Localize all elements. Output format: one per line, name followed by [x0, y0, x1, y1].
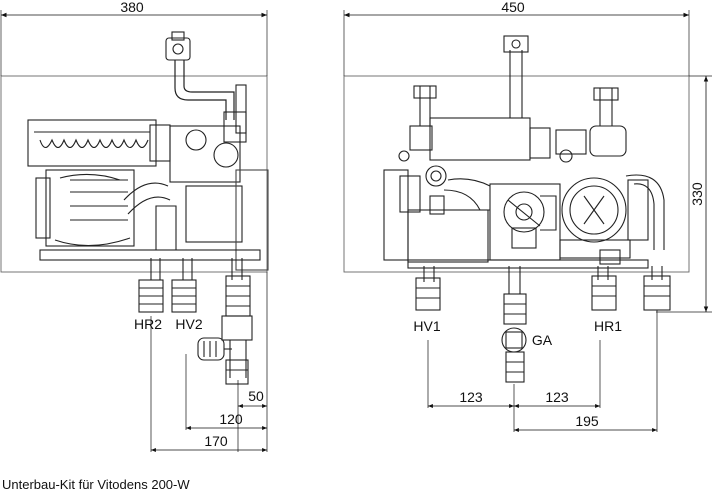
dim-right-height: 330 — [689, 76, 709, 312]
side-view — [0, 10, 269, 385]
dim-right-123-a: 123 — [459, 389, 483, 405]
dim-left-120: 120 — [219, 411, 243, 427]
label-hv1: HV1 — [413, 318, 440, 334]
dim-left-50: 50 — [248, 388, 264, 404]
dim-right-123-b: 123 — [545, 389, 569, 405]
label-hv2: HV2 — [175, 316, 202, 332]
label-ga: GA — [532, 332, 553, 348]
dim-left-bottom — [150, 272, 268, 452]
dim-right-195: 195 — [575, 413, 599, 429]
side-view-outline — [0, 75, 268, 273]
dim-right-height-label: 330 — [689, 182, 705, 206]
front-view-outline — [343, 75, 690, 273]
dim-right-width: 450 — [344, 0, 689, 18]
label-hr1: HR1 — [594, 318, 622, 334]
dim-left-width: 380 — [1, 0, 267, 18]
dim-right-width-label: 450 — [501, 0, 525, 15]
front-view — [343, 10, 712, 383]
dim-right-bottom — [427, 310, 658, 432]
dim-left-170: 170 — [204, 433, 228, 449]
figure-caption: Unterbau-Kit für Vitodens 200-W — [2, 477, 190, 492]
dim-left-width-label: 380 — [120, 0, 144, 15]
label-hr2: HR2 — [134, 316, 162, 332]
